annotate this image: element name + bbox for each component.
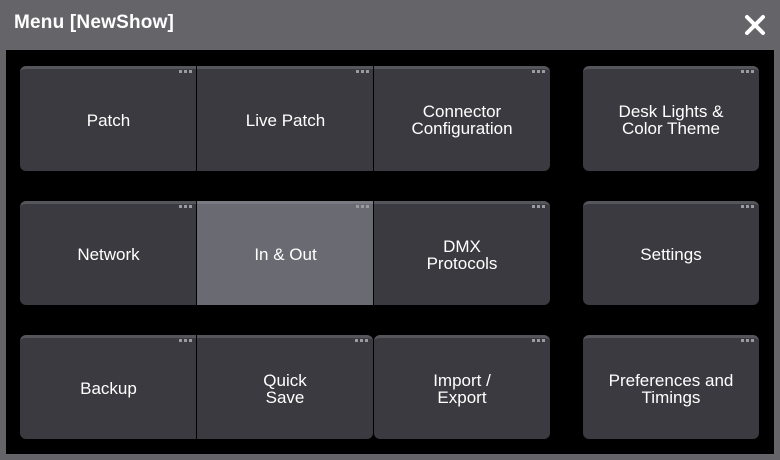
more-icon	[179, 339, 193, 343]
divider	[196, 201, 197, 305]
divider	[373, 201, 374, 305]
connector-configuration-button[interactable]: Connector Configuration	[374, 66, 550, 171]
quick-save-button[interactable]: Quick Save	[197, 335, 373, 439]
more-icon	[532, 205, 546, 209]
live-patch-button[interactable]: Live Patch	[197, 66, 374, 171]
menu-content: Patch Live Patch Connector Configuration…	[6, 50, 774, 454]
in-out-label: In & Out	[254, 245, 317, 264]
divider	[373, 66, 374, 171]
import-export-label: Import / Export	[433, 370, 491, 407]
more-icon	[741, 205, 755, 209]
settings-button[interactable]: Settings	[583, 201, 759, 305]
backup-button[interactable]: Backup	[20, 335, 197, 439]
more-icon	[355, 339, 369, 343]
more-icon	[532, 70, 546, 74]
preferences-label: Preferences and Timings	[608, 370, 734, 407]
connector-configuration-label: Connector Configuration	[411, 102, 513, 138]
dmx-protocols-button[interactable]: DMX Protocols	[374, 201, 550, 305]
more-icon	[741, 70, 755, 74]
divider	[196, 335, 197, 439]
divider	[196, 66, 197, 171]
desk-lights-label: Desk Lights & Color Theme	[618, 102, 724, 138]
more-icon	[532, 339, 546, 343]
backup-label: Backup	[80, 379, 137, 398]
network-button[interactable]: Network	[20, 201, 197, 305]
more-icon	[179, 70, 193, 74]
settings-label: Settings	[640, 245, 702, 264]
title-bar: Menu [NewShow]	[0, 0, 780, 50]
dmx-protocols-label: DMX Protocols	[426, 236, 498, 273]
more-icon	[741, 339, 755, 343]
patch-label: Patch	[86, 110, 131, 130]
patch-button[interactable]: Patch	[20, 66, 197, 171]
desk-lights-button[interactable]: Desk Lights & Color Theme	[583, 66, 759, 171]
import-export-button[interactable]: Import / Export	[374, 335, 550, 439]
window-title: Menu [NewShow]	[14, 12, 175, 33]
in-out-button[interactable]: In & Out	[197, 201, 374, 305]
live-patch-label: Live Patch	[245, 110, 326, 130]
preferences-button[interactable]: Preferences and Timings	[583, 335, 759, 439]
close-button[interactable]	[740, 10, 770, 40]
close-icon	[745, 15, 765, 35]
quick-save-label: Quick Save	[263, 370, 307, 407]
more-icon	[356, 70, 370, 74]
network-label: Network	[77, 245, 140, 264]
more-icon	[356, 205, 370, 209]
more-icon	[179, 205, 193, 209]
